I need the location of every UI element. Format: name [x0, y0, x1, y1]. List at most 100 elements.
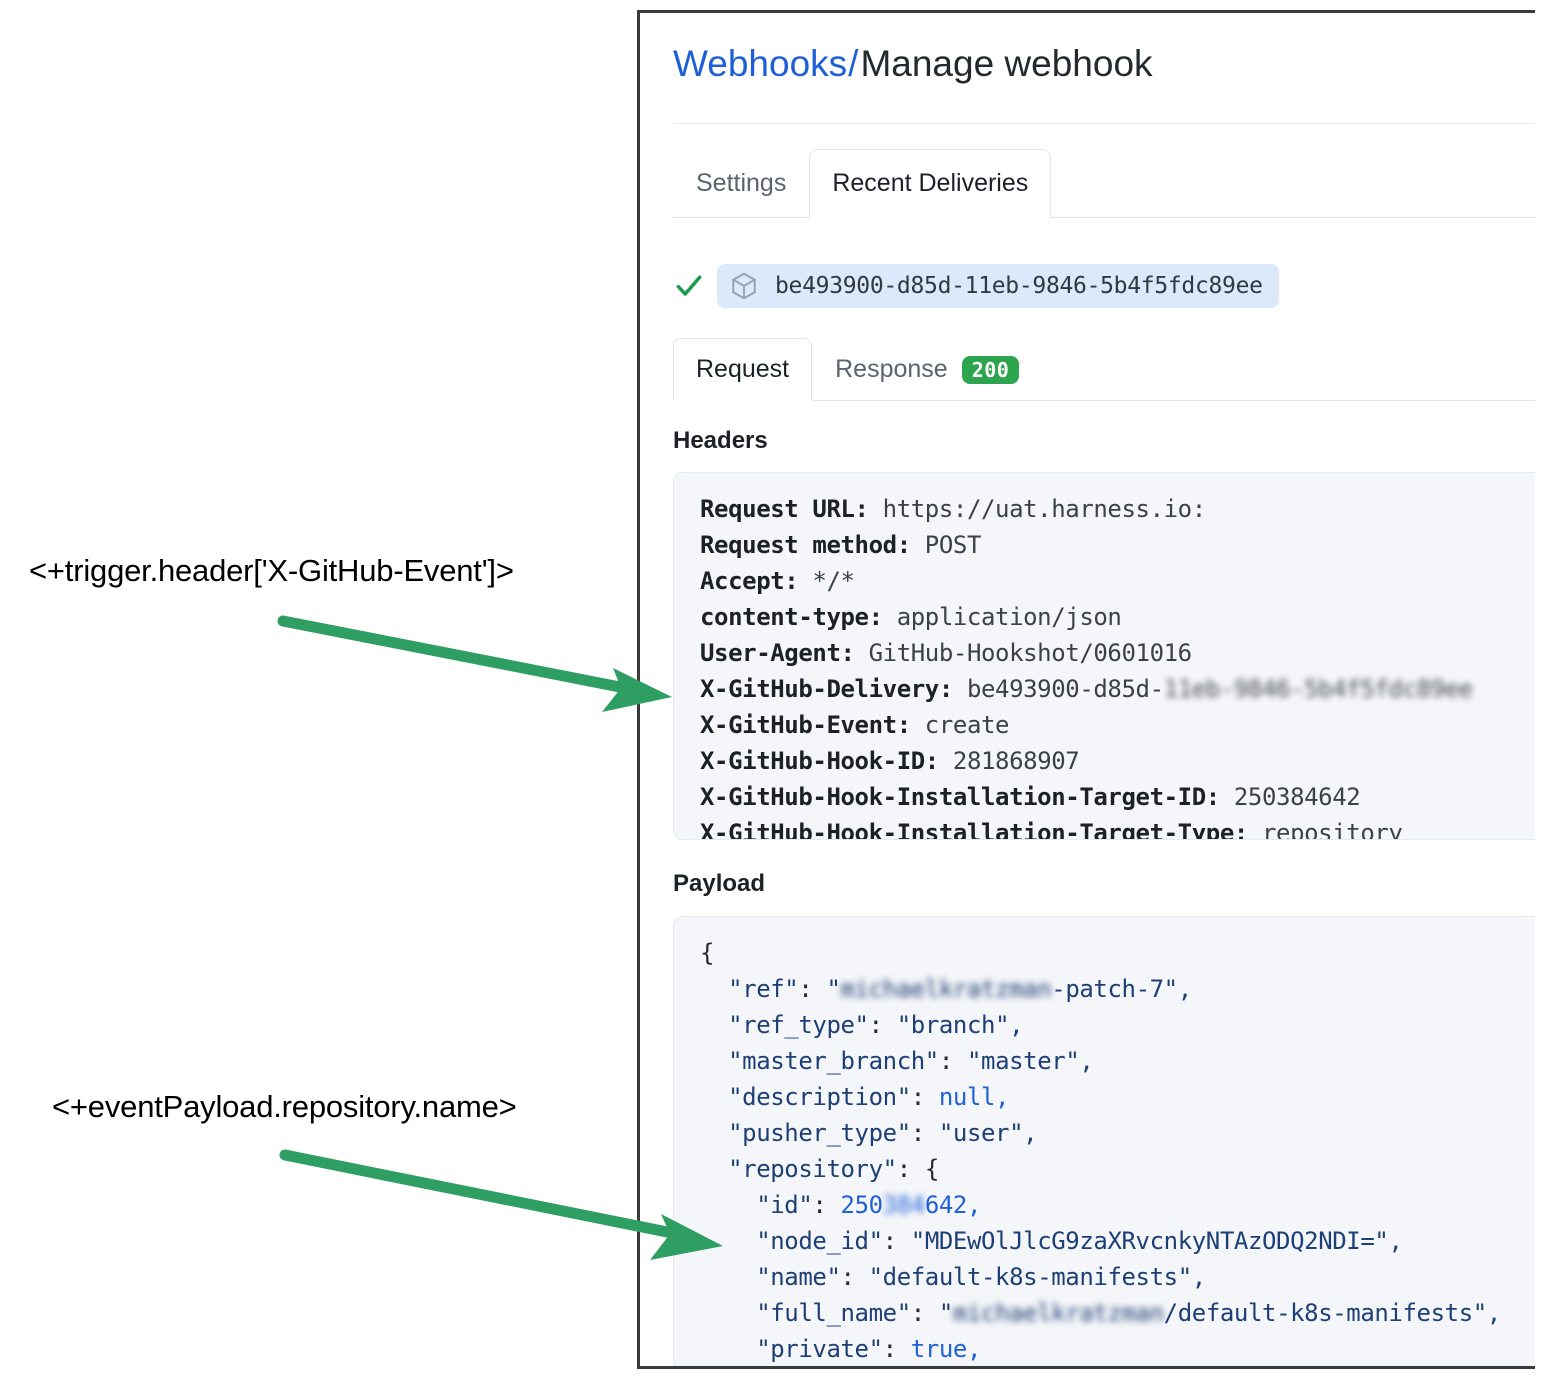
- payload-line: "pusher_type": "user",: [700, 1115, 1535, 1151]
- payload-colon: :: [938, 1047, 967, 1075]
- header-line: X-GitHub-Delivery: be493900-d85d-11eb-98…: [700, 671, 1535, 707]
- header-line: X-GitHub-Hook-ID: 281868907: [700, 743, 1535, 779]
- payload-indent: [700, 1155, 728, 1183]
- payload-value-redacted: 384: [882, 1191, 926, 1219]
- payload-value-suffix: -patch-7",: [1051, 975, 1192, 1003]
- payload-value-suffix: 642,: [924, 1191, 982, 1219]
- payload-line: "repository": {: [700, 1151, 1535, 1187]
- header-key: Request method:: [700, 531, 911, 559]
- package-icon: [732, 272, 756, 300]
- secondary-tabs-underline: [673, 400, 1535, 401]
- header-line: X-GitHub-Event: create: [700, 707, 1535, 743]
- payload-value: ": [938, 1299, 953, 1327]
- payload-value: ": [826, 975, 841, 1003]
- tab-request[interactable]: Request: [673, 338, 813, 401]
- header-key: X-GitHub-Event:: [700, 711, 911, 739]
- payload-key: "full_name": [756, 1299, 911, 1327]
- header-value: GitHub-Hookshot/0601016: [854, 639, 1193, 667]
- tab-response-label: Response: [835, 355, 948, 383]
- payload-value: "branch",: [896, 1011, 1024, 1039]
- delivery-id-label: be493900-d85d-11eb-9846-5b4f5fdc89ee: [775, 273, 1263, 299]
- payload-value: "default-k8s-manifests",: [868, 1263, 1207, 1291]
- payload-colon: :: [882, 1227, 911, 1255]
- breadcrumb: Webhooks/Manage webhook: [673, 41, 1153, 87]
- header-value: 281868907: [938, 747, 1080, 775]
- breadcrumb-link-webhooks[interactable]: Webhooks: [673, 43, 848, 84]
- annotation-label-event-payload: <+eventPayload.repository.name>: [52, 1089, 517, 1124]
- header-value: POST: [910, 531, 982, 559]
- payload-value-redacted: michaelkratzman: [840, 975, 1052, 1003]
- primary-tabs: Settings Recent Deliveries: [673, 149, 1052, 218]
- delivery-id-chip[interactable]: be493900-d85d-11eb-9846-5b4f5fdc89ee: [717, 264, 1279, 308]
- header-key: X-GitHub-Hook-Installation-Target-ID:: [700, 783, 1220, 811]
- payload-value-redacted: michaelkratzman: [952, 1299, 1164, 1327]
- primary-tabs-underline: [673, 217, 1535, 218]
- payload-key: "ref": [728, 975, 799, 1003]
- payload-key: "description": [728, 1083, 911, 1111]
- payload-colon: :: [910, 1119, 939, 1147]
- payload-value: "MDEwOlJlcG9zaXRvcnkyNTAzODQ2NDI=",: [910, 1227, 1403, 1255]
- header-key: X-GitHub-Hook-ID:: [700, 747, 939, 775]
- payload-value: null,: [938, 1083, 1010, 1111]
- tab-settings[interactable]: Settings: [696, 169, 787, 197]
- payload-indent: [700, 1299, 756, 1327]
- payload-line: "ref": "michaelkratzman-patch-7",: [700, 971, 1535, 1007]
- payload-indent: [700, 1227, 756, 1255]
- tab-recent-deliveries[interactable]: Recent Deliveries: [809, 149, 1052, 218]
- payload-key: "ref_type": [728, 1011, 869, 1039]
- payload-indent: [700, 975, 728, 1003]
- payload-colon: :: [910, 1083, 939, 1111]
- payload-indent: [700, 1011, 728, 1039]
- headers-code-panel: Request URL: https://uat.harness.io:Requ…: [673, 472, 1535, 840]
- header-divider: [673, 123, 1535, 124]
- payload-line: "node_id": "MDEwOlJlcG9zaXRvcnkyNTAzODQ2…: [700, 1223, 1535, 1259]
- header-key: Request URL:: [700, 495, 869, 523]
- payload-indent: [700, 1119, 728, 1147]
- payload-indent: [700, 1335, 756, 1363]
- headers-section-label: Headers: [673, 427, 768, 454]
- payload-line: "id": 250384642,: [700, 1187, 1535, 1223]
- check-icon: [676, 275, 702, 296]
- payload-colon: :: [910, 1299, 939, 1327]
- header-value: */*: [798, 567, 855, 595]
- secondary-tabs: Request Response 200: [673, 338, 1042, 401]
- annotation-arrow-trigger-header: [277, 615, 672, 712]
- payload-value: "user",: [938, 1119, 1038, 1147]
- payload-value: "master",: [966, 1047, 1094, 1075]
- tab-response[interactable]: Response 200: [812, 338, 1042, 400]
- header-key: X-GitHub-Hook-Installation-Target-Type:: [700, 819, 1248, 840]
- payload-value: {: [924, 1155, 939, 1183]
- payload-section-label: Payload: [673, 870, 766, 897]
- payload-value: true,: [910, 1335, 982, 1363]
- header-key: content-type:: [700, 603, 883, 631]
- header-line: Accept: */*: [700, 563, 1535, 599]
- status-badge: 200: [961, 355, 1020, 384]
- payload-colon: :: [840, 1263, 869, 1291]
- page-title: Manage webhook: [860, 43, 1153, 84]
- payload-key: "id": [756, 1191, 813, 1219]
- annotation-label-trigger-header: <+trigger.header['X-GitHub-Event']>: [29, 553, 514, 588]
- payload-code-panel: { "ref": "michaelkratzman-patch-7", "ref…: [673, 916, 1535, 1369]
- delivery-row[interactable]: be493900-d85d-11eb-9846-5b4f5fdc89ee: [673, 261, 1279, 311]
- payload-indent: [700, 1083, 728, 1111]
- payload-line: "private": true,: [700, 1331, 1535, 1366]
- payload-line: "full_name": "michaelkratzman/default-k8…: [700, 1295, 1535, 1331]
- payload-indent: [700, 1191, 756, 1219]
- payload-line: "owner": {: [700, 1367, 1535, 1369]
- header-value: 250384642: [1219, 783, 1361, 811]
- manage-webhook-card: Webhooks/Manage webhook Settings Recent …: [637, 10, 1535, 1369]
- payload-key: "private": [756, 1335, 883, 1363]
- payload-key: "master_branch": [728, 1047, 939, 1075]
- payload-line: "master_branch": "master",: [700, 1043, 1535, 1079]
- header-value: be493900-d85d-: [952, 675, 1164, 703]
- payload-indent: [700, 1263, 756, 1291]
- header-line: User-Agent: GitHub-Hookshot/0601016: [700, 635, 1535, 671]
- payload-line: "ref_type": "branch",: [700, 1007, 1535, 1043]
- payload-line: {: [700, 939, 715, 967]
- header-line: X-GitHub-Hook-Installation-Target-Type: …: [700, 815, 1535, 840]
- payload-colon: :: [798, 975, 827, 1003]
- payload-value: 250: [840, 1191, 884, 1219]
- header-line: content-type: application/json: [700, 599, 1535, 635]
- header-value: repository: [1247, 819, 1403, 840]
- payload-key: "node_id": [756, 1227, 883, 1255]
